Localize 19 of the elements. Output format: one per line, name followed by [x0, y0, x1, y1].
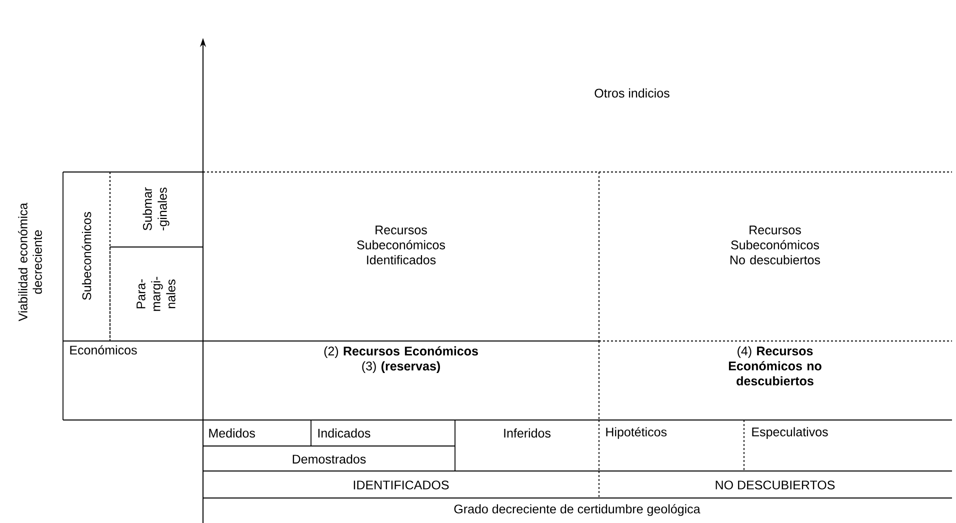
table-cell: (2) Recursos Económicos (3) (reservas) [202, 340, 600, 420]
table-cell: Recursos Subeconómicos No descubiertos [598, 172, 952, 342]
table-cell: Recursos Subeconómicos Identificados [202, 172, 600, 342]
table-cell: (4) Recursos Económicos no descubiertos [598, 346, 952, 420]
table-cell: Económicos [62, 340, 204, 420]
table-cell: Especulativos [744, 427, 952, 472]
table-cell: Medidos [202, 420, 312, 446]
label-text: Otros indicios [594, 88, 670, 98]
table-cell: Para- margi- nales [110, 246, 204, 342]
table-cell: Submar -ginales [110, 172, 204, 248]
table-cell: Grado decreciente de certidumbre geológica [454, 504, 700, 516]
table-cell: IDENTIFICADOS [202, 470, 600, 498]
table-cell: NO DESCUBIERTOS [598, 480, 952, 498]
table-cell: Indicados [310, 420, 456, 446]
axis-label: Viabilidad económica decreciente [18, 202, 42, 322]
table-cell: Demostrados [202, 446, 456, 472]
table-cell: Subeconómicos [62, 172, 110, 342]
table-cell: Hipotéticos [598, 420, 744, 472]
table-cell: Inferidos [454, 420, 600, 472]
